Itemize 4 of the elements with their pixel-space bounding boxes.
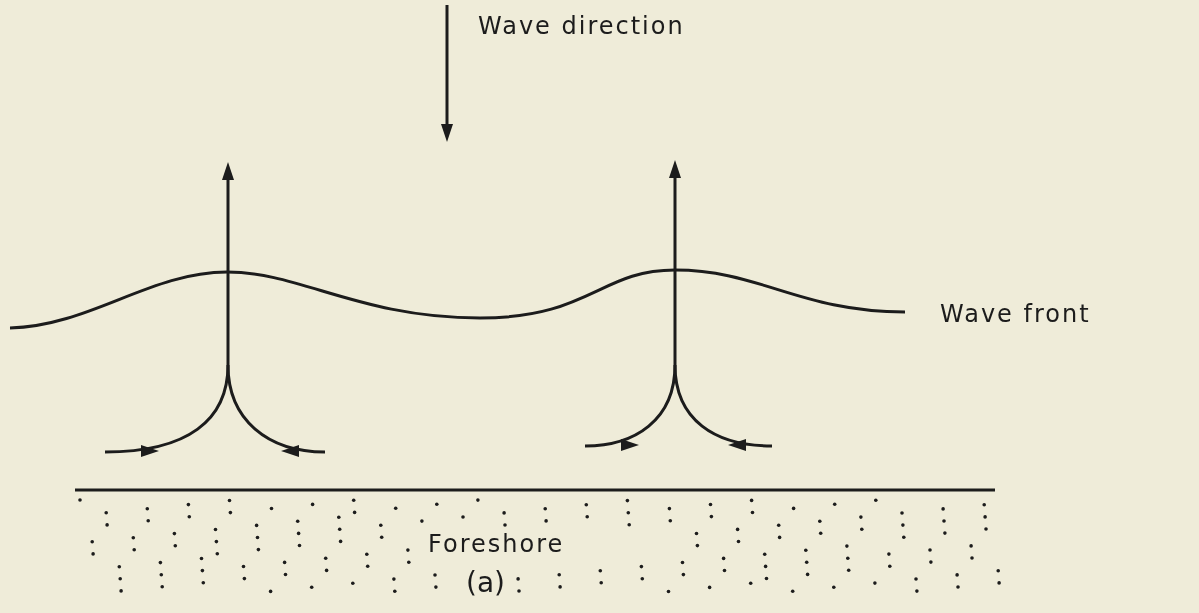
- caption: (a): [466, 566, 505, 599]
- label-text: Wave front: [940, 300, 1091, 328]
- label-text: Wave direction: [478, 12, 685, 40]
- label-text: Foreshore: [428, 530, 565, 558]
